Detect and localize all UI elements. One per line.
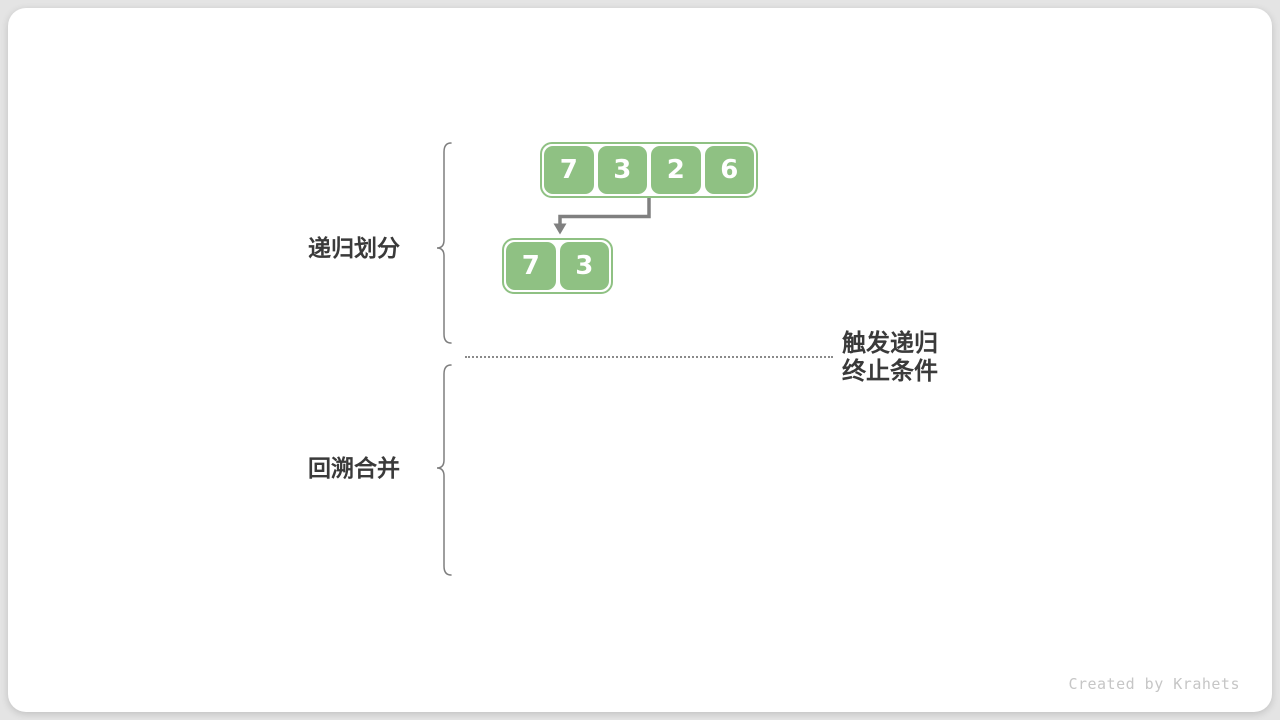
card-background [8,8,1272,712]
array-cell: 3 [597,146,647,194]
array-cell: 2 [651,146,701,194]
watermark: Created by Krahets [1068,675,1240,693]
array-cell: 3 [559,242,609,290]
termination-annotation-line1: 触发递归 [842,330,938,357]
label-recursive-partition: 递归划分 [308,235,400,261]
termination-divider [465,356,833,358]
array-cell: 7 [544,146,594,194]
array-sub: 7 3 [502,238,613,294]
array-cell: 7 [506,242,556,290]
termination-annotation-line2: 终止条件 [842,358,938,385]
array-cell: 6 [704,146,754,194]
array-top: 7 3 2 6 [540,142,758,198]
termination-annotation: 触发递归 终止条件 [842,330,938,386]
label-backtrack-merge: 回溯合并 [308,455,400,481]
